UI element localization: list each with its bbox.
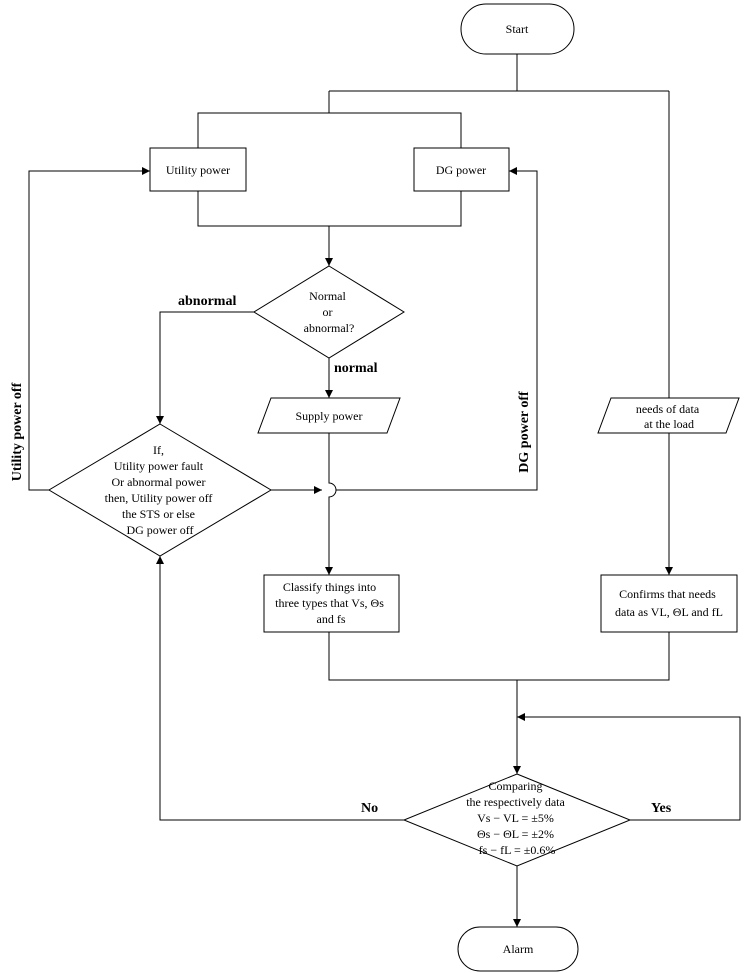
if-decision-node: If, Utility power fault Or abnormal powe… [48, 423, 272, 557]
normal-decision-node: Normal or abnormal? [253, 265, 405, 359]
confirms-line: Confirms that needs [619, 587, 716, 601]
if-decision-text: If, Utility power fault Or abnormal powe… [105, 443, 216, 537]
normal-label: normal [334, 361, 378, 376]
classify-node: Classify things into three types that Vs… [263, 574, 400, 633]
classify-line: and fs [317, 612, 346, 626]
if-decision-line: the STS or else [122, 507, 195, 521]
connectors [28, 54, 741, 927]
needs-data-line: at the load [644, 417, 694, 431]
edge-supply-classify [325, 433, 337, 575]
if-decision-line: If, [153, 443, 164, 457]
edge-dg-power-off-b [336, 167, 538, 491]
if-decision-line: Or abnormal power [112, 475, 206, 489]
normal-decision-line: Normal [309, 289, 346, 303]
classify-line: three types that Vs, Θs [275, 596, 384, 610]
supply-power-node: Supply power [257, 397, 401, 434]
if-decision-line: Utility power fault [114, 459, 204, 473]
utility-power-label: Utility power [166, 163, 230, 177]
comparing-line: the respectively data [466, 795, 565, 809]
edge-utility-power-off [28, 167, 150, 491]
comparing-line: fs − fL = ±0.6% [479, 843, 556, 857]
comparing-decision-node: Comparing the respectively data Vs − VL … [402, 773, 632, 867]
comparing-line: Comparing [489, 779, 543, 793]
comparing-text: Comparing the respectively data Vs − VL … [466, 779, 568, 857]
alarm-node: Alarm [457, 926, 579, 972]
classify-text: Classify things into three types that Vs… [275, 580, 387, 626]
start-label: Start [506, 22, 529, 36]
supply-power-label: Supply power [296, 409, 363, 423]
comparing-line: Θs − ΘL = ±2% [477, 827, 554, 841]
dg-power-off-label: DG power off [517, 391, 532, 473]
classify-line: Classify things into [283, 580, 376, 594]
edge-abnormal [156, 311, 254, 424]
edge-merge-bracket [328, 632, 670, 681]
confirms-node: Confirms that needs data as VL, ΘL and f… [600, 574, 738, 633]
comparing-line: Vs − VL = ±5% [477, 811, 554, 825]
dg-power-label: DG power [436, 163, 486, 177]
start-node: Start [460, 3, 575, 55]
dg-power-node: DG power [413, 147, 510, 192]
alarm-label: Alarm [503, 942, 534, 956]
normal-decision-text: Normal or abnormal? [304, 289, 355, 335]
edge-top-bracket [197, 112, 462, 148]
needs-data-text: needs of data at the load [636, 402, 702, 431]
confirms-line: data as VL, ΘL and fL [615, 605, 723, 619]
if-decision-line: DG power off [126, 523, 193, 537]
yes-label: Yes [651, 801, 672, 816]
edge-no-path [156, 556, 404, 821]
needs-data-line: needs of data [636, 402, 700, 416]
utility-power-node: Utility power [149, 147, 247, 192]
confirms-text: Confirms that needs data as VL, ΘL and f… [615, 587, 723, 619]
needs-data-node: needs of data at the load [597, 397, 740, 434]
normal-decision-line: abnormal? [304, 321, 355, 335]
normal-decision-line: or [323, 305, 333, 319]
utility-power-off-label: Utility power off [10, 382, 25, 481]
abnormal-label: abnormal [178, 294, 236, 309]
if-decision-line: then, Utility power off [105, 491, 213, 505]
edge-bottom-bracket [197, 191, 462, 227]
no-label: No [361, 801, 378, 816]
edge-yes-loop [517, 713, 741, 821]
